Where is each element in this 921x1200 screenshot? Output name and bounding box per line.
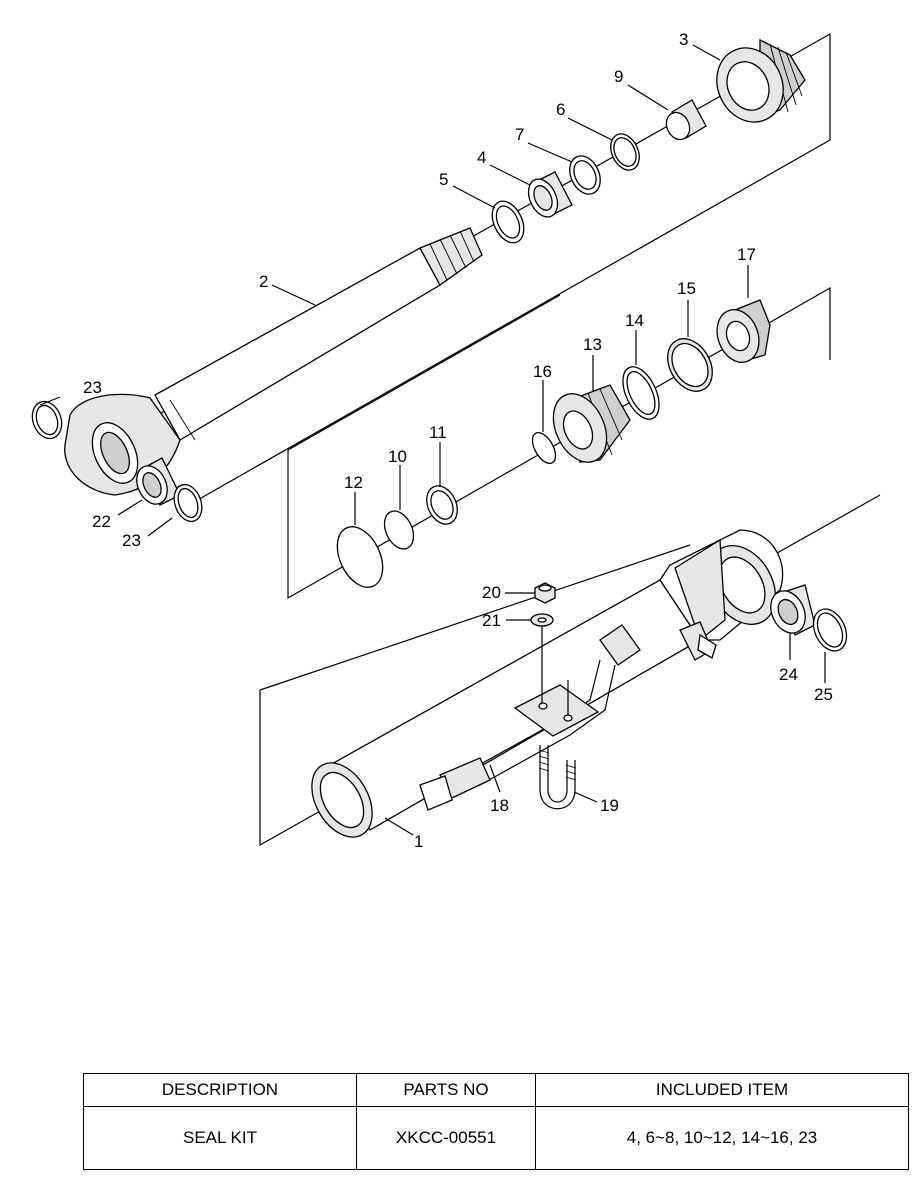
part-20-nut [534, 582, 556, 604]
callout-24: 24 [779, 665, 798, 684]
part-4-seal [527, 171, 573, 218]
callout-11: 11 [429, 423, 447, 442]
piston-assembly-frame [287, 286, 831, 600]
rod-assembly-frame [139, 32, 831, 511]
cell-included-item: 4, 6~8, 10~12, 14~16, 23 [535, 1106, 909, 1170]
cell-parts-no: XKCC-00551 [356, 1106, 536, 1170]
clamp-bracket [513, 684, 600, 737]
callout-16: 16 [533, 362, 552, 381]
callout-23-left: 23 [83, 378, 102, 397]
part-16-o-ring [531, 431, 557, 465]
header-description: DESCRIPTION [83, 1073, 357, 1107]
callout-18: 18 [490, 796, 509, 815]
callout-20: 20 [482, 583, 501, 602]
callout-labels: 3 9 6 7 4 5 2 17 15 14 13 16 11 10 12 23… [83, 30, 833, 851]
header-included-item: INCLUDED ITEM [535, 1073, 909, 1107]
callout-22: 22 [92, 512, 111, 531]
callout-12: 12 [344, 473, 363, 492]
callout-6: 6 [556, 100, 565, 119]
callout-23-right: 23 [122, 531, 141, 550]
table-row: SEAL KIT XKCC-00551 4, 6~8, 10~12, 14~16… [83, 1106, 909, 1170]
callout-4: 4 [477, 148, 486, 167]
port-fitting [679, 621, 717, 661]
leader-lines [39, 44, 826, 836]
callout-14: 14 [625, 311, 644, 330]
callout-2: 2 [259, 272, 268, 291]
part-17-nut [716, 299, 771, 363]
callout-17: 17 [737, 245, 756, 264]
part-2-piston-rod [64, 227, 483, 496]
part-24-bushing [770, 584, 816, 636]
part-12-o-ring [336, 526, 384, 588]
callout-25: 25 [814, 685, 833, 704]
table-header-row: DESCRIPTION PARTS NO INCLUDED ITEM [83, 1073, 909, 1107]
exploded-parts-diagram: 3 9 6 7 4 5 2 17 15 14 13 16 11 10 12 23… [31, 30, 881, 851]
callout-9: 9 [614, 67, 623, 86]
cell-description: SEAL KIT [83, 1106, 357, 1170]
callout-13: 13 [583, 335, 602, 354]
callout-15: 15 [677, 279, 696, 298]
callout-5: 5 [439, 170, 448, 189]
part-13-piston [552, 384, 631, 463]
rod-assembly [31, 38, 806, 523]
part-10-ring [383, 510, 415, 550]
callout-10: 10 [388, 447, 407, 466]
callout-19: 19 [600, 796, 619, 815]
callout-3: 3 [679, 30, 688, 49]
seal-kit-table: DESCRIPTION PARTS NO INCLUDED ITEM SEAL … [83, 1073, 909, 1170]
part-9-bushing [665, 99, 707, 141]
tube-assembly [311, 529, 848, 838]
callout-1: 1 [414, 832, 423, 851]
callout-21: 21 [482, 611, 501, 630]
header-parts-no: PARTS NO [356, 1073, 536, 1107]
part-19-u-bolt [538, 745, 577, 810]
callout-7: 7 [515, 125, 524, 144]
part-3-gland [716, 38, 806, 123]
piston-assembly [336, 299, 771, 588]
